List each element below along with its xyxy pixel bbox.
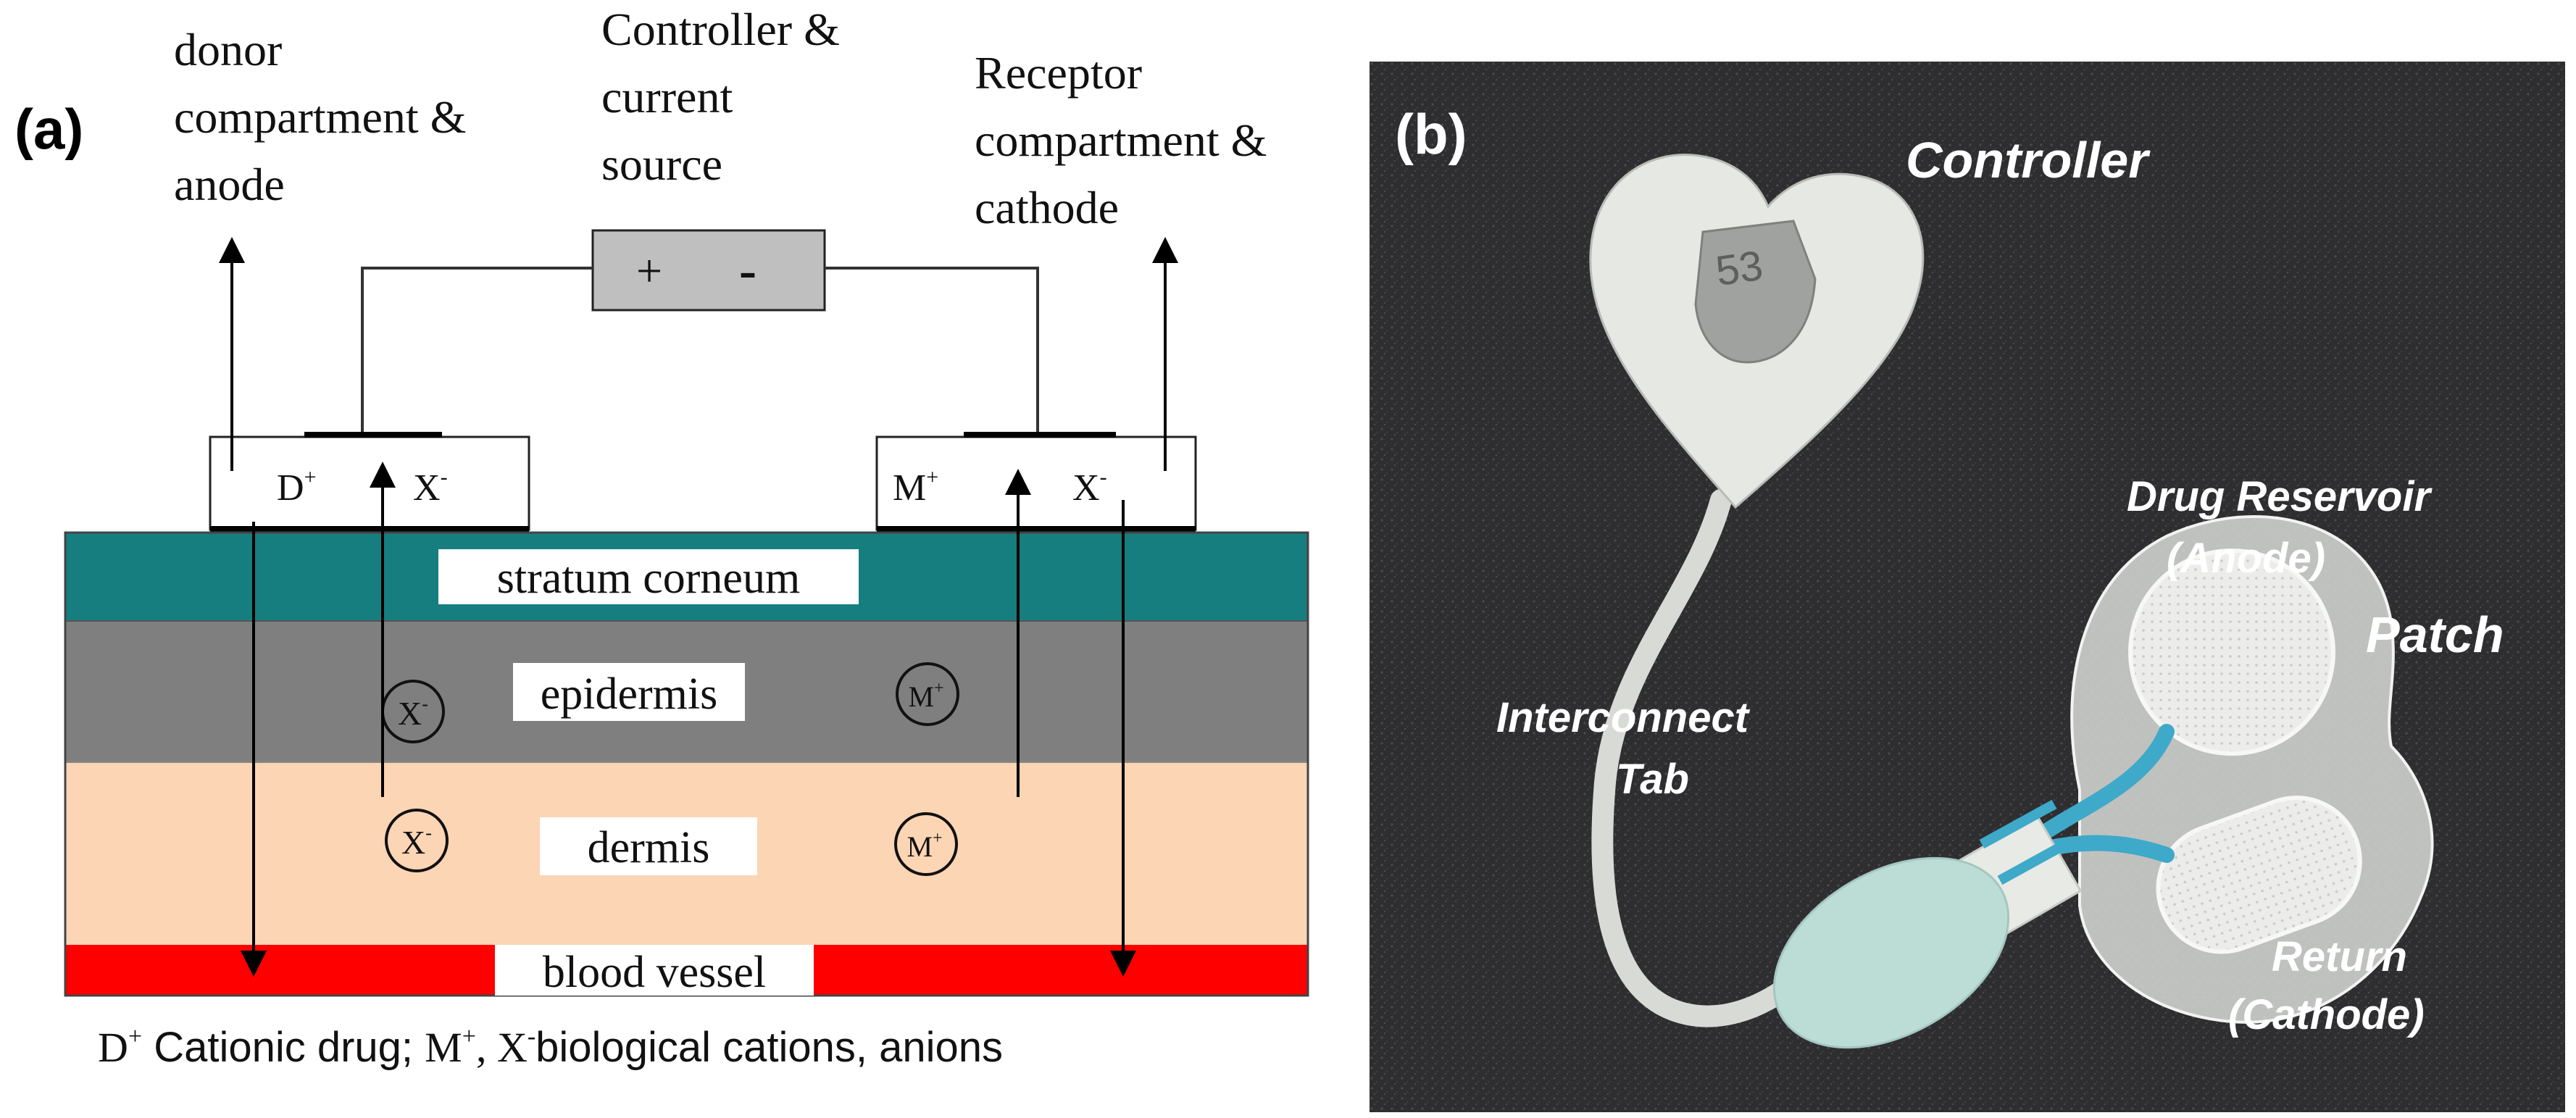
panel-b-label: (b): [1395, 102, 1467, 166]
return-cathode-pad: [2156, 796, 2362, 954]
receptor-ion-m: M+: [893, 465, 938, 509]
wire-anode: [361, 267, 593, 435]
svg-text:current: current: [601, 71, 733, 122]
patch-device: [2035, 515, 2434, 1024]
ion-circle-epidermis-right: M+: [896, 662, 959, 726]
panel-a-label: (a): [14, 97, 83, 161]
source-minus: -: [739, 241, 756, 299]
connector-sleeve: [1772, 856, 2010, 1049]
donor-compartment: [209, 435, 530, 531]
cathode-label: (Cathode): [2228, 991, 2425, 1038]
svg-text:M+: M+: [906, 829, 942, 863]
controller-label: Controller & current source: [601, 4, 840, 190]
receptor-ion-x: X-: [1072, 465, 1107, 509]
svg-text:compartment &: compartment &: [174, 91, 466, 143]
svg-text:compartment &: compartment &: [975, 114, 1267, 166]
epidermis-label: epidermis: [541, 669, 718, 719]
controller-display: [1694, 220, 1817, 364]
panel-a-caption: D+ Cationic drug; M+, X-biological catio…: [98, 1023, 1003, 1071]
display-readout: 53: [1713, 242, 1766, 295]
return-label: Return: [2272, 933, 2407, 980]
receptor-compartment: [875, 435, 1197, 531]
panel-b: (b) 53 Controller Drug Reservoir (Anode): [1370, 62, 2565, 1112]
source-plus: +: [636, 245, 662, 296]
donor-label: donor compartment & anode: [174, 24, 466, 210]
svg-text:X-: X-: [398, 693, 428, 732]
interconnect-connector: [1772, 799, 2083, 1049]
blood-vessel-label: blood vessel: [543, 948, 766, 997]
drug-reservoir-anode: [2128, 548, 2335, 756]
svg-text:M+: M+: [908, 679, 943, 713]
donor-ion-d: D+: [277, 465, 316, 509]
interconnect-label: Interconnect: [1496, 694, 1751, 741]
receptor-label: Receptor compartment & cathode: [975, 47, 1267, 233]
current-source-box: [591, 229, 826, 312]
interconnect-cable: [1591, 489, 1801, 1027]
dermis-label: dermis: [588, 823, 710, 872]
svg-text:cathode: cathode: [975, 182, 1119, 233]
patch-label: Patch: [2366, 606, 2504, 663]
controller-label: Controller: [1906, 132, 2151, 188]
anode-label: (Anode): [2167, 535, 2325, 582]
wire-cathode: [825, 267, 1039, 435]
controller-device: 53: [1589, 154, 1925, 509]
svg-text:source: source: [601, 138, 722, 190]
ion-circle-dermis-right: M+: [894, 812, 958, 876]
panel-a: (a) donor compartment & anode Controller…: [14, 4, 1309, 1071]
svg-text:X-: X-: [401, 822, 432, 861]
ion-circle-dermis-left: X-: [385, 809, 449, 872]
drug-reservoir-label: Drug Reservoir: [2127, 473, 2433, 520]
svg-text:anode: anode: [174, 159, 285, 210]
svg-text:donor: donor: [174, 24, 282, 75]
tab-label: Tab: [1616, 756, 1689, 803]
svg-text:Controller &: Controller &: [601, 4, 840, 55]
stratum-corneum-label: stratum corneum: [497, 554, 800, 603]
svg-text:Receptor: Receptor: [975, 47, 1142, 99]
donor-ion-x: X-: [413, 465, 448, 509]
